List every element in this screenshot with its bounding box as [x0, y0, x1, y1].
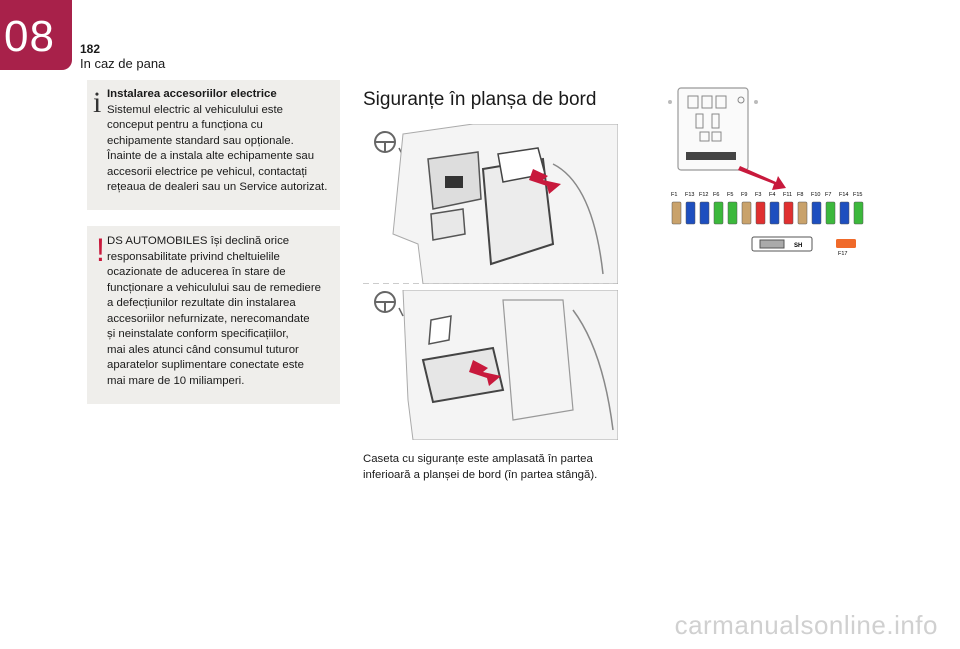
- warning-line: aparatelor suplimentare conectate este: [107, 359, 304, 371]
- info-box: i Instalarea accesoriilor electrice Sist…: [87, 80, 340, 210]
- red-arrow: [529, 169, 561, 194]
- fuse-box-diagram: F1 F13 F12 F6 F5 F9 F3 F4 F11 F8 F10 F7 F14 F15 SH F1…: [668, 87, 864, 257]
- fuse-label: F14: [839, 192, 848, 198]
- chapter-number: 08: [4, 12, 55, 61]
- fuse-f6: [713, 201, 724, 225]
- fuse-label: F12: [699, 192, 708, 198]
- shunt: SH: [751, 236, 813, 252]
- fuse-label: F6: [713, 192, 719, 198]
- fuse-f10: [811, 201, 822, 225]
- fuse-f15: [853, 201, 864, 225]
- fuse-box-outline: [668, 87, 758, 171]
- f17-label: F17: [838, 251, 847, 257]
- caption-line: Caseta cu siguranțe este amplasată în pa…: [363, 453, 593, 465]
- dashboard-illustration-top: [363, 124, 618, 284]
- fuse-label: F3: [755, 192, 761, 198]
- warning-line: accesoriilor nefurnizate, nerecomandate: [107, 312, 310, 325]
- fuse-label: F13: [685, 192, 694, 198]
- fuse-label: F1: [671, 192, 677, 198]
- info-line: Sistemul electric al vehiculului este: [107, 103, 283, 116]
- watermark: carmanualsonline.info: [674, 610, 938, 640]
- warning-line: DS AUTOMOBILES își declină orice: [107, 235, 290, 247]
- steering-wheel-icon: [374, 131, 404, 157]
- warning-line: mai mare de 10 miliamperi.: [107, 374, 245, 387]
- warning-line: ocazionate de aducerea în stare de: [107, 266, 286, 278]
- fuse-f9: [741, 201, 752, 225]
- fuse-f1: [671, 201, 682, 225]
- warning-box: ! DS AUTOMOBILES își declină orice respo…: [87, 226, 340, 404]
- caption: Caseta cu siguranțe este amplasată în pa…: [363, 452, 623, 483]
- page-number: 182: [80, 42, 101, 56]
- fuse-label: F4: [769, 192, 775, 198]
- warning-icon: !: [96, 232, 105, 268]
- fuse-f14: [839, 201, 850, 225]
- section-title: In caz de pana: [80, 56, 166, 71]
- main-title: Siguranțe în planșa de bord: [363, 88, 597, 110]
- fuse-label: F10: [811, 192, 820, 198]
- fuse-label: F15: [853, 192, 862, 198]
- warning-line: responsabilitate privind cheltuielile: [107, 250, 280, 263]
- dashboard-illustration-bottom: [374, 290, 618, 440]
- info-line: conceput pentru a funcționa cu: [107, 119, 263, 131]
- info-box-title: Instalarea accesoriilor electrice: [107, 88, 277, 100]
- fuse-f7: [825, 201, 836, 225]
- warning-line: a defecțiunilor rezultate din instalarea: [107, 297, 296, 309]
- fuse-label: F9: [741, 192, 747, 198]
- fuse-label: F5: [727, 192, 733, 198]
- red-arrow: [738, 166, 786, 190]
- warning-line: și neinstalate conform specificațiilor,: [107, 328, 289, 340]
- info-line: Înainte de a instala alte echipamente sa…: [107, 150, 315, 162]
- warning-line: funcționare a vehiculului sau de remedie…: [107, 281, 322, 294]
- steering-wheel-icon: [374, 291, 404, 317]
- info-line: accesorii electrice pe vehicul, contacta…: [107, 165, 308, 178]
- fuse-label: F11: [783, 192, 792, 198]
- chapter-tab: 08: [0, 0, 72, 70]
- fuse-f13: [685, 201, 696, 225]
- fuse-f11: [783, 201, 794, 225]
- info-box-text: Instalarea accesoriilor electrice Sistem…: [107, 87, 336, 196]
- red-arrow: [469, 360, 501, 386]
- warning-line: mai ales atunci când consumul tuturor: [107, 343, 299, 356]
- fuse-f5: [727, 201, 738, 225]
- fuse-f3: [755, 201, 766, 225]
- fuse-f17: F17: [836, 239, 856, 257]
- info-line: rețeaua de dealeri sau un Service autori…: [107, 181, 328, 193]
- fuse-label: F7: [825, 192, 831, 198]
- shunt-label: SH: [794, 243, 802, 249]
- fuse-f4: [769, 201, 780, 225]
- warning-box-text: DS AUTOMOBILES își declină orice respons…: [107, 234, 336, 389]
- info-icon: i: [93, 86, 102, 119]
- fuse-f8: [797, 201, 808, 225]
- info-line: echipamente standard sau opționale.: [107, 134, 294, 147]
- fuse-label: F8: [797, 192, 803, 198]
- fuse-f12: [699, 201, 710, 225]
- caption-line: inferioară a planșei de bord (în partea …: [363, 468, 598, 481]
